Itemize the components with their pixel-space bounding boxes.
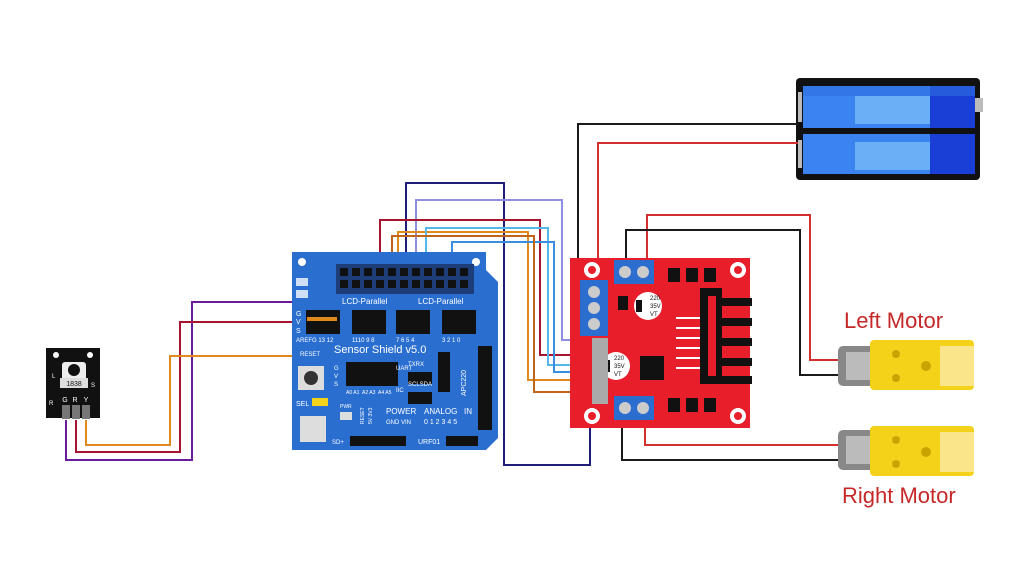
cap-top-220: 220 (650, 296, 661, 302)
ir-receiver-icon: 1838 L S R G R Y (46, 348, 100, 419)
capacitor-icon: 220 35V VT 220 35V VT (602, 292, 662, 380)
analog-pins-a: A0 A1 (346, 390, 360, 396)
pins-far: 3 2 1 0 (442, 338, 461, 344)
pins-mid: 1110 9 8 (352, 338, 375, 344)
gvs-v-2: V (334, 374, 338, 380)
gvs-v: V (296, 319, 301, 326)
sd-label: SD+ (332, 440, 344, 446)
battery-icon (796, 78, 983, 180)
cap-bottom-vt: VT (614, 372, 622, 378)
sel-label: SEL (296, 401, 309, 408)
reset-vertical-label: RESET (360, 407, 366, 424)
wire-battery-red (597, 142, 798, 285)
urf01-label: URF01 (418, 439, 440, 446)
in-label: IN (464, 407, 472, 416)
gnd-vin-label: GND VIN (386, 420, 411, 426)
wire-navy (405, 182, 591, 466)
pwr-label: PWR (340, 404, 352, 410)
wire-ir-darkred (75, 321, 332, 453)
analog-pins-c: A4 A5 (378, 390, 392, 396)
shield-title: Sensor Shield v5.0 (334, 344, 426, 356)
aref-row: AREFG 13 12 (296, 338, 334, 344)
gvs-g-2: G (334, 366, 339, 372)
motor-driver: 220 35V VT 220 35V VT (570, 258, 752, 428)
ir-code: 1838 (66, 381, 82, 388)
heatsink-icon (668, 268, 752, 412)
analog-numbers: 0 1 2 3 4 5 (424, 419, 457, 426)
gnd-vcc-label: GND VCC (264, 416, 270, 444)
cap-top-vt: VT (650, 312, 658, 318)
cap-bottom-35v: 35V (614, 364, 625, 370)
pins-right: 7 6 5 4 (396, 338, 415, 344)
reset-label: RESET (300, 352, 320, 358)
lcd-parallel-label-2: LCD-Parallel (418, 297, 464, 306)
cap-top-35v: 35V (650, 304, 661, 310)
iic-label: IIC (396, 388, 404, 394)
power-label: POWER (386, 407, 416, 416)
left-motor-label: Left Motor (844, 308, 943, 333)
wire-right-motor-black (621, 415, 840, 461)
ir-pin-g: G (62, 397, 67, 404)
wire-left-motor-red (646, 214, 840, 361)
ir-label-l: L (52, 374, 56, 380)
ir-pin-y: Y (84, 397, 89, 404)
analog-pins-b: A2 A3 (362, 390, 376, 396)
sensor-shield: LCD-Parallel LCD-Parallel G V S AREFG 13… (264, 252, 498, 450)
right-motor-label: Right Motor (842, 483, 956, 508)
ir-label-s: S (91, 383, 95, 389)
gvs-s-2: S (334, 382, 338, 388)
gvs-s: S (296, 328, 301, 335)
uart-label: UART (396, 366, 413, 372)
cap-bottom-220: 220 (614, 356, 625, 362)
lcd-parallel-label-1: LCD-Parallel (342, 297, 388, 306)
ir-label-r: R (49, 401, 54, 407)
reset-button-icon (304, 371, 318, 385)
wire-left-motor-black (625, 229, 840, 376)
motor-icon (838, 340, 974, 476)
v5v3-label: 5V 3V3 (368, 407, 374, 424)
ir-pin-r: R (72, 397, 77, 404)
sclsda-label: SCLSDA (408, 382, 432, 388)
wire-ir-purple (65, 301, 332, 461)
gvs-g: G (296, 311, 301, 318)
txrx-label: TXRX (408, 362, 424, 368)
apc220-label: APC220 (461, 370, 468, 396)
analog-label: ANALOG (424, 407, 457, 416)
